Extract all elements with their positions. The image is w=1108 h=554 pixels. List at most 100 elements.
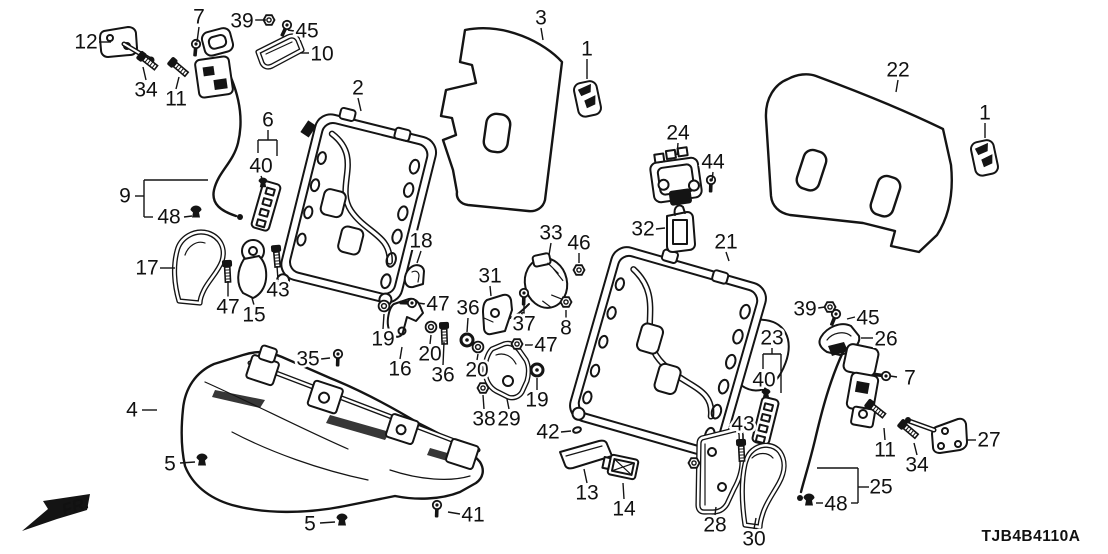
grommet-19	[529, 362, 545, 378]
part-label-34: 34	[134, 79, 158, 102]
leader-line-41	[447, 511, 461, 515]
part-14-latch-small	[601, 453, 640, 481]
part-label-45: 45	[295, 20, 318, 43]
part-label-1: 1	[581, 38, 593, 61]
part-label-47: 47	[426, 293, 449, 316]
part-label-35: 35	[296, 348, 319, 371]
leader-line-40	[763, 389, 766, 395]
part-label-17: 17	[135, 257, 158, 280]
leader-line-7	[889, 375, 898, 378]
leader-line-44	[711, 171, 714, 182]
part-24-latch	[649, 146, 703, 206]
bolt-11-left	[165, 55, 191, 79]
diagram-code: TJB4B4110A	[982, 528, 1081, 545]
screw-37	[518, 287, 530, 307]
leader-line-11	[883, 427, 886, 441]
leader-line-18	[416, 250, 422, 264]
part-label-24: 24	[666, 122, 690, 145]
cushion-hinge-bracket	[385, 413, 420, 446]
part-label-5: 5	[304, 513, 316, 536]
part-label-44: 44	[701, 151, 725, 174]
leader-line-14	[622, 482, 625, 500]
part-label-18: 18	[409, 230, 432, 253]
leader-line-36	[442, 341, 445, 366]
part-label-29: 29	[497, 408, 520, 431]
leader-line-22	[895, 79, 899, 93]
part-label-48: 48	[824, 493, 847, 516]
screw-35	[332, 348, 344, 368]
part-label-31: 31	[478, 265, 501, 288]
clip-48-right	[803, 493, 815, 506]
part-label-20: 20	[465, 359, 488, 382]
leader-line-39	[817, 306, 826, 309]
part-label-9: 9	[119, 185, 131, 208]
part-label-14: 14	[612, 498, 636, 521]
part-label-25: 25	[869, 476, 892, 499]
part-label-3: 3	[535, 7, 547, 30]
cushion-hinge-bracket	[245, 344, 280, 387]
washer-20	[424, 320, 438, 334]
nut-47-right	[687, 457, 701, 469]
part-label-7: 7	[904, 367, 916, 390]
leader-line-36	[466, 317, 469, 333]
part-label-6: 6	[262, 109, 274, 132]
part-label-8: 8	[560, 317, 572, 340]
part-label-19: 19	[525, 389, 548, 412]
part-label-47: 47	[534, 334, 557, 357]
part-label-33: 33	[539, 222, 562, 245]
part-label-47: 47	[216, 296, 239, 319]
part-6-garnish-strip	[250, 180, 282, 232]
clip-48-left	[190, 205, 202, 218]
part-label-40: 40	[752, 369, 775, 392]
part-16-hook-bracket	[386, 297, 424, 338]
nut-46	[572, 264, 586, 276]
clip-5-right	[336, 513, 348, 526]
nut-38	[476, 382, 490, 394]
part-label-34: 34	[905, 454, 929, 477]
part-22-seatback-pad-right	[764, 73, 953, 254]
leader-line-29	[506, 398, 510, 410]
washer-20b	[471, 340, 485, 354]
leader-line-5	[319, 521, 336, 524]
leader-line-16	[399, 346, 403, 360]
leader-line-3	[540, 27, 544, 41]
clip-42	[572, 426, 582, 434]
part-33-cable-tail	[509, 303, 530, 319]
part-18-hook	[403, 264, 425, 289]
nut-47-center	[510, 338, 524, 350]
part-9-release-cable-left	[194, 27, 243, 220]
part-label-27: 27	[977, 429, 1000, 452]
front-direction-arrow: FR.	[22, 493, 91, 531]
leader-line-28	[714, 506, 717, 516]
leader-line-33	[548, 242, 552, 256]
part-label-48: 48	[157, 206, 180, 229]
part-label-36: 36	[431, 364, 454, 387]
leader-line-20	[429, 334, 432, 345]
part-label-5: 5	[164, 453, 176, 476]
leader-line-19	[382, 313, 385, 330]
leader-line-47	[417, 302, 426, 305]
part-label-12: 12	[74, 31, 97, 54]
part-2-seatback-frame-left	[276, 106, 438, 307]
part-label-19: 19	[371, 328, 394, 351]
leader-line-45	[846, 316, 856, 320]
cushion-hinge-bracket	[306, 379, 344, 415]
part-4-seat-cushion	[180, 344, 484, 514]
part-label-10: 10	[310, 43, 333, 66]
leader-line-35	[320, 357, 331, 360]
part-label-22: 22	[886, 59, 909, 82]
part-label-38: 38	[472, 408, 495, 431]
part-3-seatback-pad-left	[439, 27, 564, 213]
part-29-bracket	[485, 343, 528, 397]
part-label-13: 13	[575, 482, 598, 505]
bolt-36	[438, 321, 451, 345]
part-21-seatback-frame-right	[569, 246, 790, 458]
part-label-11: 11	[874, 439, 896, 462]
screw-44	[705, 174, 717, 194]
part-25-release-cable-right	[797, 343, 880, 501]
leader-line-32	[655, 227, 666, 230]
part-label-20: 20	[418, 343, 441, 366]
part-10-cover	[258, 36, 302, 67]
